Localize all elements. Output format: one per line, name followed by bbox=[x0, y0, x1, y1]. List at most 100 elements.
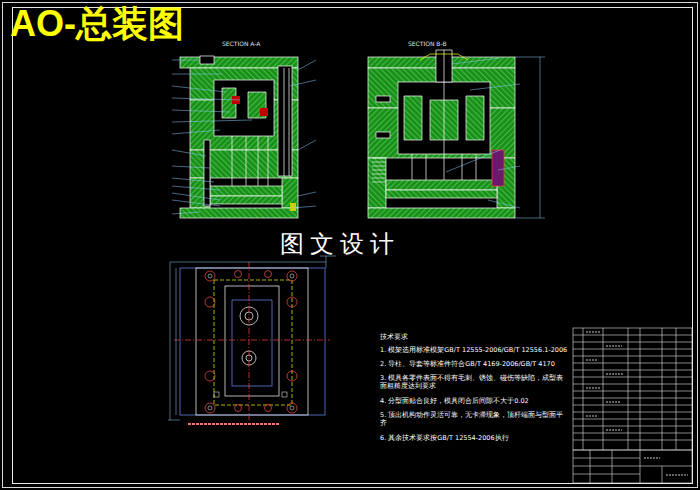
section-b-b-stroke-stroke bbox=[372, 162, 386, 163]
title-block-stroke bbox=[573, 356, 692, 357]
section-a-a-stroke bbox=[172, 60, 316, 214]
section-a-a-stroke-stroke bbox=[172, 98, 240, 100]
title-block-stroke bbox=[573, 370, 692, 371]
title-block-stroke-stroke bbox=[606, 345, 622, 346]
title-block-stroke-stroke bbox=[606, 373, 624, 374]
section-b-b-stroke-stroke bbox=[470, 84, 520, 90]
title-block-stroke bbox=[573, 419, 692, 420]
plan-view-stroke bbox=[205, 271, 297, 414]
section-b-b-stroke-stroke bbox=[488, 200, 520, 208]
plan-view-stroke-stroke bbox=[205, 371, 215, 381]
section-a-a-stroke-stroke bbox=[172, 193, 220, 200]
plan-view-stroke bbox=[249, 262, 250, 420]
title-block-stroke bbox=[573, 405, 692, 406]
plan-view-stroke-stroke bbox=[168, 420, 180, 421]
title-block-stroke bbox=[612, 450, 613, 483]
note-line: 3. 模具各零件表面不得有毛刺、锈蚀、碰伤等缺陷，成型表面粗糙度达到要求 bbox=[380, 374, 570, 390]
section-b-b-stroke-stroke bbox=[498, 166, 520, 170]
title-block-stroke bbox=[573, 450, 692, 451]
title-block-stroke bbox=[590, 450, 591, 483]
title-block-stroke bbox=[640, 328, 641, 450]
title-block-stroke bbox=[573, 377, 692, 378]
section-a-a-stroke-stroke bbox=[172, 212, 200, 214]
title-block-stroke-stroke bbox=[606, 429, 622, 430]
section-b-b-stroke bbox=[386, 180, 497, 190]
title-block-stroke bbox=[573, 412, 692, 413]
section-a-a-stroke-stroke bbox=[172, 120, 252, 122]
section-b-b-stroke bbox=[376, 96, 390, 102]
section-a-a-stroke bbox=[232, 136, 233, 186]
drawing-title: AO-总装图 bbox=[10, 4, 184, 44]
section-a-a-stroke bbox=[214, 80, 274, 136]
sheet-frame-stroke bbox=[13, 8, 693, 484]
section-a-a-stroke-stroke bbox=[172, 60, 200, 61]
section-b-b-stroke-stroke bbox=[452, 58, 500, 64]
section-b-b-stroke bbox=[386, 190, 497, 198]
plan-view-stroke-stroke bbox=[205, 271, 215, 281]
plan-view-stroke bbox=[232, 300, 272, 386]
title-block bbox=[573, 328, 692, 483]
section-a-a-stroke-stroke bbox=[172, 86, 226, 92]
section-b-b-stroke-stroke bbox=[372, 166, 386, 167]
section-b-b-stroke bbox=[420, 54, 468, 60]
section-a-a-stroke-stroke bbox=[172, 200, 220, 206]
plan-view-stroke-stroke bbox=[290, 406, 294, 410]
title-block-stroke bbox=[640, 450, 641, 483]
section-a-a-stroke bbox=[260, 108, 268, 116]
title-block-stroke bbox=[573, 440, 692, 441]
title-block-stroke bbox=[573, 391, 692, 392]
section-a-a-stroke bbox=[210, 186, 282, 196]
plan-view-stroke-stroke bbox=[265, 271, 272, 278]
title-block-stroke bbox=[573, 398, 692, 399]
title-block-stroke bbox=[573, 433, 692, 434]
section-a-a-stroke-stroke bbox=[172, 166, 210, 168]
title-block-stroke bbox=[573, 384, 692, 385]
note-line: 2. 导柱、导套等标准件符合GB/T 4169-2006/GB/T 4170 bbox=[380, 360, 570, 368]
title-block-stroke-stroke bbox=[586, 415, 598, 416]
section-a-a-stroke-stroke bbox=[172, 110, 230, 112]
section-b-b-stroke-stroke bbox=[515, 218, 545, 219]
section-a-a-stroke-stroke bbox=[172, 130, 220, 134]
plan-view-stroke-stroke bbox=[205, 403, 215, 413]
section-a-a-stroke bbox=[200, 56, 214, 64]
section-b-b-stroke-stroke bbox=[540, 57, 541, 218]
section-a-a-stroke bbox=[246, 136, 247, 186]
plan-view-stroke bbox=[214, 280, 292, 405]
section-b-b-stroke bbox=[372, 158, 386, 182]
title-block-stroke bbox=[573, 342, 692, 343]
note-line: 5. 顶出机构动作灵活可靠，无卡滞现象，顶杆端面与型面平齐 bbox=[380, 411, 570, 427]
plan-view-stroke-stroke bbox=[290, 274, 294, 278]
title-block-stroke bbox=[573, 426, 692, 427]
note-line: 4. 分型面贴合良好，模具闭合后间隙不大于0.02 bbox=[380, 397, 570, 405]
section-a-a-stroke-stroke bbox=[172, 74, 222, 75]
plan-view-stroke-stroke bbox=[265, 405, 272, 412]
title-block-stroke bbox=[640, 466, 692, 467]
section-label: SECTION B-B bbox=[408, 40, 468, 48]
title-block-stroke bbox=[676, 328, 677, 450]
plan-view-stroke-stroke bbox=[326, 256, 327, 268]
title-block-stroke-stroke bbox=[666, 474, 688, 475]
plan-view-stroke-stroke bbox=[170, 262, 171, 420]
section-b-b-stroke bbox=[492, 150, 504, 186]
sheet-frame-stroke bbox=[3, 3, 698, 488]
title-block-stroke bbox=[573, 458, 640, 459]
section-b-b-stroke bbox=[462, 154, 463, 180]
section-b-b-stroke bbox=[412, 154, 413, 180]
section-b-b-stroke bbox=[444, 50, 445, 180]
watermark: 图 文 设 计 bbox=[280, 229, 450, 259]
section-a-a-stroke-stroke bbox=[172, 186, 220, 190]
section-a-a-stroke-stroke bbox=[298, 60, 316, 70]
plan-view-stroke-stroke bbox=[235, 405, 242, 412]
title-block-stroke bbox=[573, 335, 692, 336]
title-block-stroke bbox=[573, 466, 640, 467]
section-b-b-stroke bbox=[426, 154, 427, 180]
section-a-a-stroke bbox=[222, 88, 266, 118]
section-a-a-stroke bbox=[289, 68, 290, 176]
title-block-stroke bbox=[662, 328, 663, 450]
plan-view bbox=[168, 256, 336, 424]
section-a-a-stroke bbox=[258, 136, 259, 186]
plan-view-stroke bbox=[174, 340, 330, 341]
plan-view-stroke-stroke bbox=[176, 268, 177, 415]
plan-view-stroke-stroke bbox=[205, 297, 215, 307]
